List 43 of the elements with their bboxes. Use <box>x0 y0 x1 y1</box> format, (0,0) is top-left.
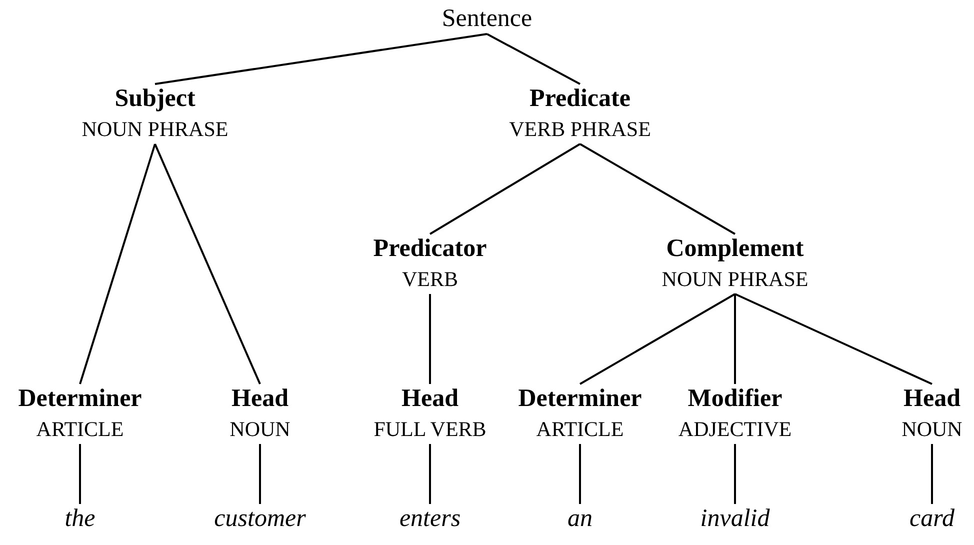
word-label: customer <box>214 504 306 534</box>
tree-branch <box>734 294 736 384</box>
category-label: FULL VERB <box>374 416 486 443</box>
tree-branch <box>486 33 580 85</box>
category-label: VERB PHRASE <box>509 116 651 143</box>
category-label: NOUN <box>902 416 962 443</box>
category-label: NOUN PHRASE <box>662 266 808 293</box>
word-label: enters <box>399 504 461 534</box>
function-label: Head <box>230 384 290 414</box>
tree-branch <box>579 444 581 504</box>
category-label: ARTICLE <box>535 416 625 443</box>
category-label: NOUN <box>230 416 290 443</box>
function-label: Predicate <box>528 84 632 114</box>
tree-branch <box>79 444 81 504</box>
sentence-label: Sentence <box>442 4 532 34</box>
tree-branch <box>259 444 261 504</box>
word-label: card <box>910 504 954 534</box>
tree-branch <box>931 444 933 504</box>
function-label: Determiner <box>18 384 142 414</box>
category-label: ADJECTIVE <box>678 416 792 443</box>
tree-branch <box>580 293 736 385</box>
word-label: invalid <box>700 504 770 534</box>
category-label: NOUN PHRASE <box>82 116 228 143</box>
function-label: Complement <box>665 234 805 264</box>
tree-branch <box>79 144 156 384</box>
tree-branch <box>734 444 736 504</box>
function-label: Head <box>902 384 962 414</box>
tree-branch <box>734 293 932 385</box>
word-label: the <box>64 504 96 534</box>
function-label: Subject <box>114 84 196 114</box>
tree-branch <box>154 33 488 85</box>
category-label: VERB <box>401 266 459 293</box>
tree-branch <box>429 294 431 384</box>
function-label: Predicator <box>373 234 487 264</box>
tree-branch <box>429 444 431 504</box>
function-label: Determiner <box>518 384 642 414</box>
function-label: Modifier <box>686 384 784 414</box>
word-label: an <box>568 504 592 534</box>
tree-branch <box>580 143 736 235</box>
function-label: Head <box>400 384 460 414</box>
tree-branch <box>429 143 581 235</box>
tree-branch <box>154 144 261 384</box>
category-label: ARTICLE <box>35 416 125 443</box>
